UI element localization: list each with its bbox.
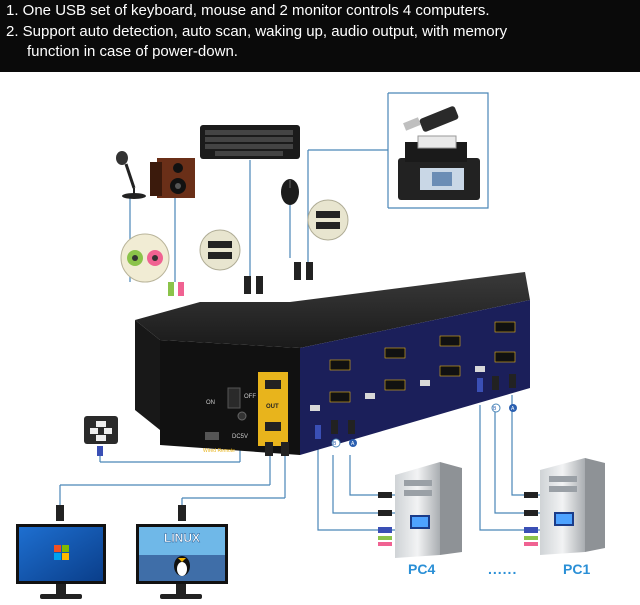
pc-ellipsis-label: ...... [488, 561, 518, 577]
penguin-icon [174, 556, 190, 576]
pc1-cable-plugs [524, 492, 538, 546]
linux-screen-text: LINUX [164, 531, 200, 545]
power-off-label: OFF [244, 394, 256, 400]
feature-line-3: function in case of power-down. [27, 43, 238, 60]
pc4-cable-plugs [378, 492, 392, 546]
keyboard-icon [200, 125, 300, 159]
audio-plugs [168, 282, 184, 296]
usb-plugs-top [244, 262, 313, 294]
out-port-label: OUT [266, 404, 279, 410]
windows-logo-icon [54, 545, 69, 560]
box-cable-plugs [265, 374, 516, 456]
feature-line-2: 2. Support auto detection, auto scan, wa… [6, 23, 508, 40]
cable-tags [331, 403, 517, 448]
monitor-linux [136, 505, 228, 599]
monitor-windows [16, 505, 106, 599]
tag-b-pc1: B [493, 406, 497, 412]
usb-port-icon-left [199, 229, 241, 271]
feature-line-1: 1. One USB set of keyboard, mouse and 2 … [6, 2, 490, 19]
speaker-icon [150, 158, 195, 198]
kvm-connection-diagram: ON OFF DC5V Wired Remote OUT B A B A [16, 92, 605, 599]
usb-stick-icon [403, 106, 459, 132]
pc1-label: PC1 [563, 561, 591, 577]
feature-banner: 1. One USB set of keyboard, mouse and 2 … [0, 0, 640, 72]
power-on-label: ON [206, 400, 215, 406]
printer-icon [398, 135, 480, 200]
mouse-icon [281, 179, 299, 205]
pc4-label: PC4 [408, 561, 436, 577]
tag-b-pc4: B [333, 441, 337, 447]
wired-remote-label: Wired Remote [203, 448, 235, 454]
usb-port-icon-right [307, 199, 349, 241]
kvm-switch-box [135, 272, 530, 455]
microphone-icon [116, 151, 146, 199]
wired-remote-icon [84, 416, 118, 456]
pc4-tower [395, 462, 462, 558]
audio-jack-icon [120, 233, 170, 283]
tag-a-pc1: A [511, 406, 515, 412]
pc1-tower [540, 458, 605, 555]
dc-input-label: DC5V [232, 434, 248, 440]
tag-a-pc4: A [351, 441, 355, 447]
